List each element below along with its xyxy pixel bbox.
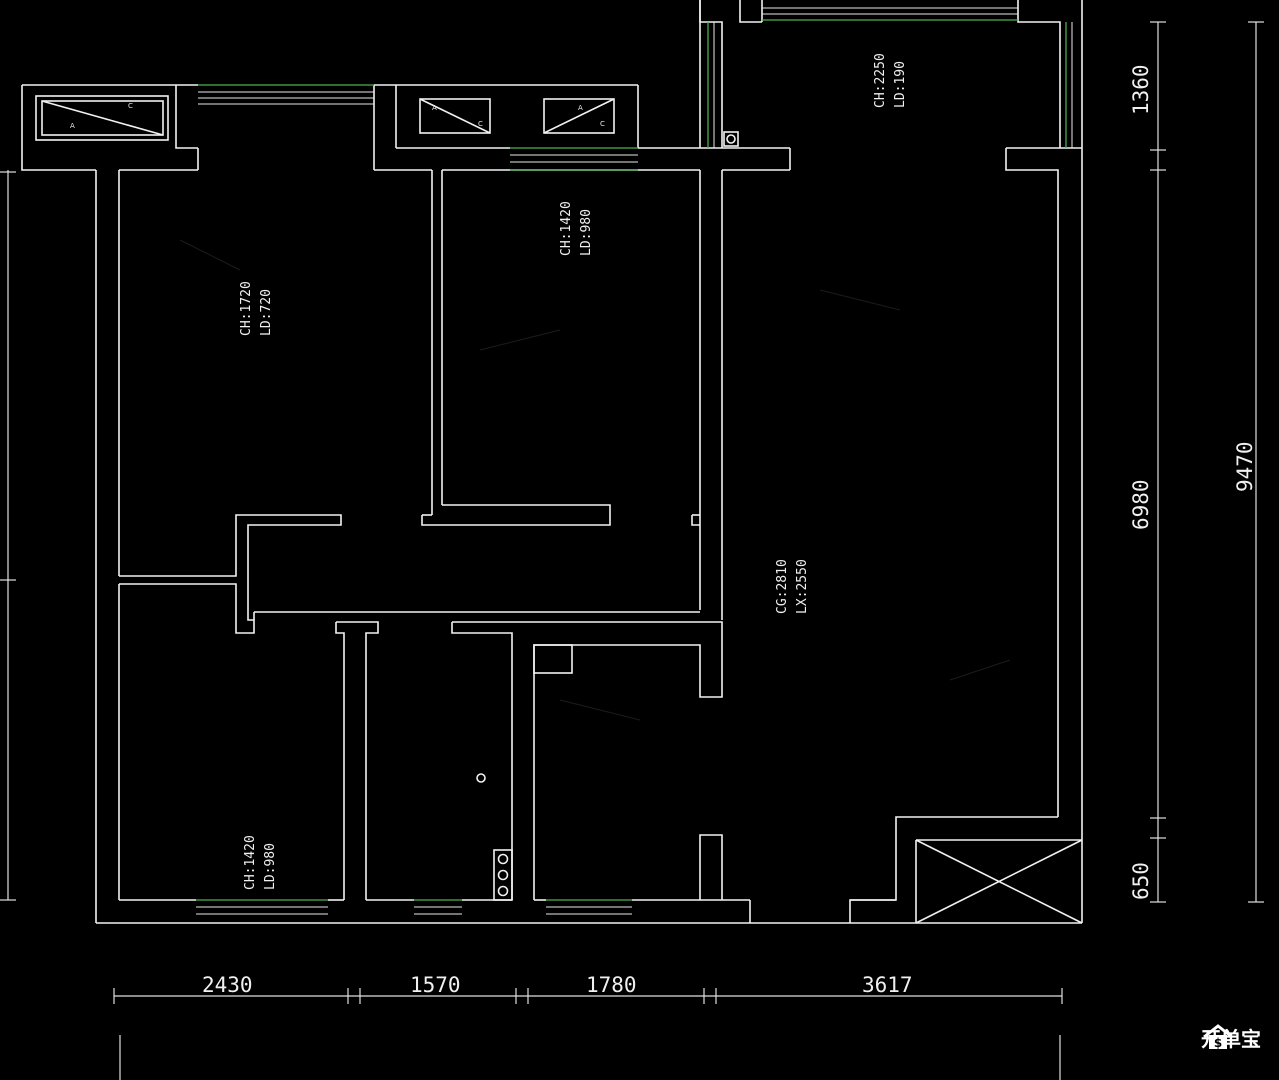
room-label-left-bottom: CH:1420 LD:980 — [243, 835, 278, 890]
ac-label-a: A — [432, 104, 437, 112]
stove-icon — [493, 849, 513, 901]
room-label-living: CG:2810 LX:2550 — [775, 559, 810, 614]
svg-text:LX:2550: LX:2550 — [795, 559, 810, 614]
walls — [21, 0, 1083, 924]
left-dimension-line — [0, 170, 16, 901]
dim-right-total: 9470 — [1233, 441, 1257, 492]
svg-text:CG:2810: CG:2810 — [775, 559, 790, 614]
dim-bottom-3: 1780 — [586, 973, 637, 997]
dim-right-3: 650 — [1129, 862, 1153, 900]
dim-right-1: 1360 — [1129, 64, 1153, 115]
pipe-fixture — [723, 131, 739, 147]
dim-bottom-1: 2430 — [202, 973, 253, 997]
ac-label-c: C — [478, 120, 483, 128]
room-label-left-top: CH:1720 LD:720 — [239, 281, 274, 336]
dim-bottom-2: 1570 — [410, 973, 461, 997]
svg-text:LD:980: LD:980 — [263, 843, 278, 890]
bottom-dimension-line: 2430 1570 1780 3617 — [113, 973, 1063, 1080]
svg-text:LD:720: LD:720 — [259, 289, 274, 336]
utility-shaft — [915, 839, 1083, 924]
svg-text:CH:1420: CH:1420 — [243, 835, 258, 890]
svg-text:CH:2250: CH:2250 — [873, 53, 888, 108]
ac-unit-mid-1: A C — [419, 98, 491, 134]
svg-text:LD:980: LD:980 — [579, 209, 594, 256]
ac-unit-mid-2: A C — [543, 98, 615, 134]
ac-label-c: C — [128, 102, 133, 110]
house-dollar-icon: $ — [1203, 1024, 1233, 1050]
svg-text:CH:1720: CH:1720 — [239, 281, 254, 336]
windows — [196, 7, 1073, 915]
ac-unit-left: A C — [35, 95, 169, 141]
right-dimension-line: 1360 6980 650 9470 — [1129, 21, 1264, 903]
dim-bottom-4: 3617 — [862, 973, 913, 997]
ac-label-c: C — [600, 120, 605, 128]
ac-label-a: A — [70, 122, 75, 130]
room-label-mid: CH:1420 LD:980 — [559, 201, 594, 256]
svg-text:LD:190: LD:190 — [893, 61, 908, 108]
svg-text:$: $ — [1214, 1036, 1222, 1050]
room-label-top-right: CH:2250 LD:190 — [873, 53, 908, 108]
brand-watermark: $ 开单宝 — [1201, 1023, 1261, 1052]
ac-label-a: A — [578, 104, 583, 112]
dim-right-2: 6980 — [1129, 479, 1153, 530]
svg-text:CH:1420: CH:1420 — [559, 201, 574, 256]
ghost-marks — [179, 239, 1011, 721]
drain-icon — [476, 773, 486, 783]
